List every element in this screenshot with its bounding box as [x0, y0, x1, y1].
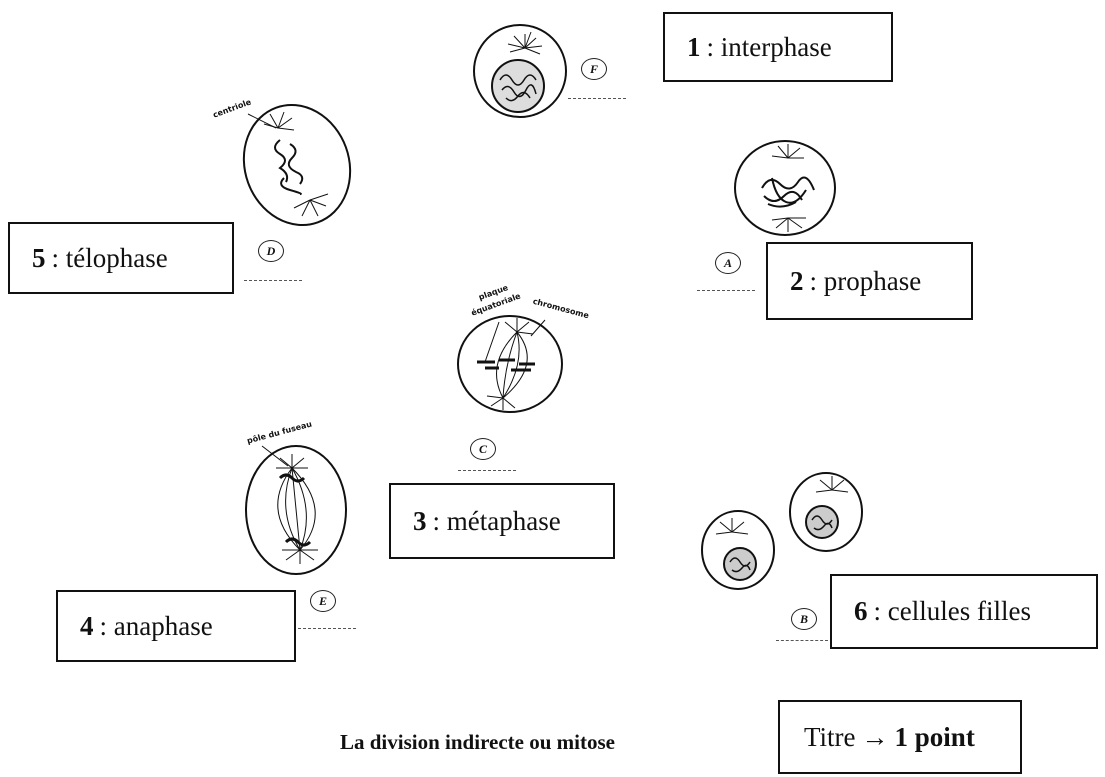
letter-marker-A: A	[715, 252, 741, 274]
stage-name: : prophase	[810, 266, 922, 297]
diagram-caption: La division indirecte ou mitose	[340, 730, 615, 755]
letter-marker-F: F	[581, 58, 607, 80]
answer-line	[568, 98, 626, 99]
stage-number: 3	[413, 506, 427, 537]
stage-name: : télophase	[52, 243, 168, 274]
score-box: Titre → 1 point	[778, 700, 1022, 774]
stage-box-metaphase: 3 : métaphase	[389, 483, 615, 559]
stage-box-interphase: 1 : interphase	[663, 12, 893, 82]
stage-number: 5	[32, 243, 46, 274]
arrow-icon: →	[862, 722, 889, 753]
cell-interphase	[470, 20, 570, 122]
stage-number: 6	[854, 596, 868, 627]
stage-number: 1	[687, 32, 701, 63]
answer-line	[298, 628, 356, 629]
stage-box-daughter-cells: 6 : cellules filles	[830, 574, 1098, 649]
stage-name: : cellules filles	[874, 596, 1031, 627]
score-points: 1 point	[895, 722, 975, 753]
cell-daughter-right	[786, 470, 866, 554]
stage-name: : anaphase	[100, 611, 213, 642]
answer-line	[697, 290, 755, 291]
cell-telophase	[240, 100, 355, 230]
cell-prophase	[732, 138, 838, 238]
stage-number: 2	[790, 266, 804, 297]
answer-line	[458, 470, 516, 471]
letter-marker-E: E	[310, 590, 336, 612]
stage-number: 4	[80, 611, 94, 642]
letter-marker-B: B	[791, 608, 817, 630]
letter-marker-C: C	[470, 438, 496, 460]
stage-box-prophase: 2 : prophase	[766, 242, 973, 320]
stage-name: : interphase	[707, 32, 832, 63]
score-prefix: Titre	[804, 722, 856, 753]
cell-anaphase	[240, 438, 352, 578]
answer-line	[776, 640, 828, 641]
cell-metaphase	[455, 312, 565, 416]
cell-daughter-left	[698, 508, 778, 592]
answer-line	[244, 280, 302, 281]
stage-box-anaphase: 4 : anaphase	[56, 590, 296, 662]
stage-name: : métaphase	[433, 506, 561, 537]
stage-box-telophase: 5 : télophase	[8, 222, 234, 294]
letter-marker-D: D	[258, 240, 284, 262]
